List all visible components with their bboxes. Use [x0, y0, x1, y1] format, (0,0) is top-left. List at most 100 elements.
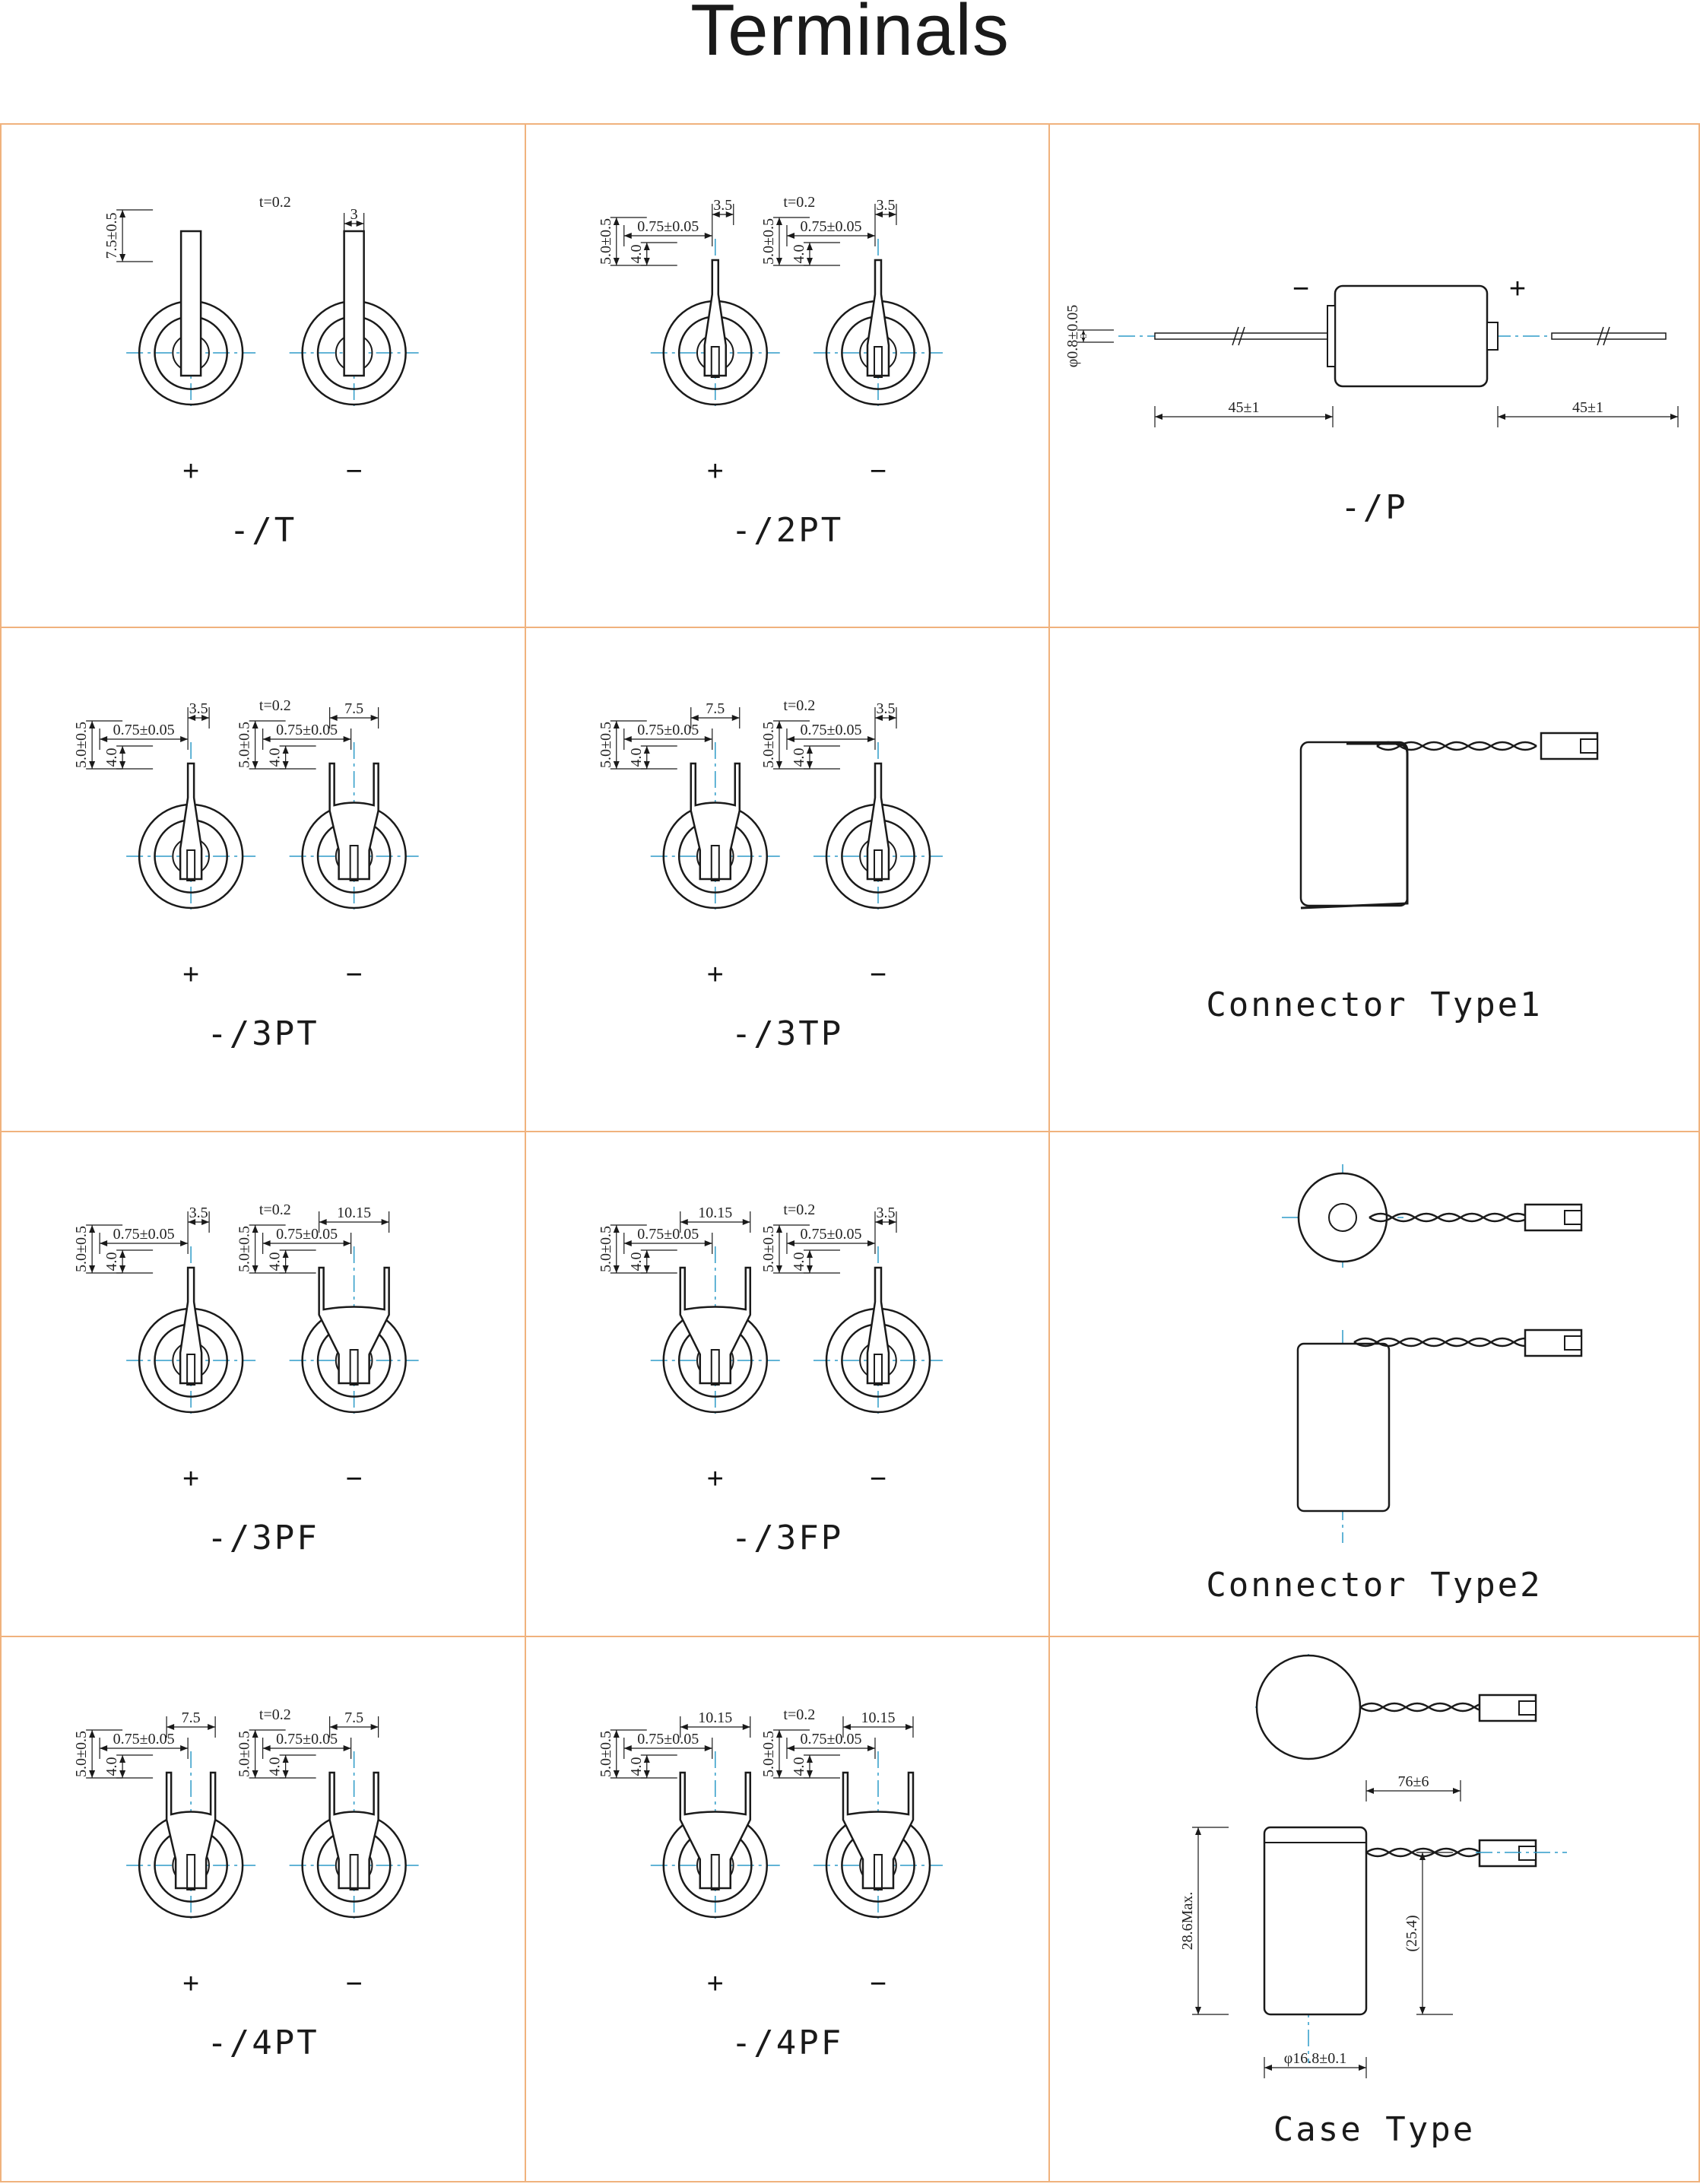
dim-arrow	[319, 1219, 389, 1225]
twisted-wire	[1376, 741, 1537, 748]
dim-pin: 0.75±0.05	[276, 1226, 338, 1243]
battery-terminal	[1486, 322, 1499, 351]
dim-arrow	[1080, 330, 1086, 342]
dim-pin: 0.75±0.05	[800, 722, 861, 738]
dim-arrow	[680, 1219, 750, 1225]
dim-height: 5.0±0.5	[598, 218, 614, 265]
connector-latch	[1518, 1700, 1537, 1716]
dim-width: 10.15	[337, 1205, 371, 1221]
polarity-sign-negative: −	[1292, 273, 1309, 305]
tab-slot	[349, 845, 359, 881]
tab-slot	[186, 1354, 196, 1386]
dim-height: 5.0±0.5	[236, 722, 253, 768]
polarity-sign-negative: −	[870, 1968, 886, 2000]
dim-step: 4.0	[791, 748, 807, 767]
dim-arrow	[874, 715, 896, 721]
terminal-drawing	[1299, 732, 1599, 909]
page-title: Terminals	[690, 0, 1010, 71]
battery-top-view	[1255, 1654, 1362, 1760]
terminal-caption: -/3PT	[207, 1014, 319, 1053]
battery-body	[1299, 741, 1409, 907]
dim-thickness: t=0.2	[783, 1202, 815, 1218]
tab-slot	[873, 1354, 883, 1386]
terminal-cell-ct2: Connector Type2	[1048, 1131, 1700, 1637]
dim-width: 7.5	[344, 700, 363, 717]
dim-width: 3.5	[876, 700, 895, 717]
tab-slot	[710, 1854, 720, 1890]
dim-arrow	[643, 746, 650, 769]
dim-step: 4.0	[267, 1757, 284, 1776]
polarity-sign-positive: +	[182, 456, 199, 487]
u-tab	[318, 1266, 390, 1385]
dim-width: 3.5	[876, 197, 895, 214]
tab-slot	[873, 849, 883, 881]
pin-tab	[179, 1266, 203, 1385]
dim-step: 4.0	[628, 1757, 645, 1776]
dim-case-height: 28.6Max.	[1179, 1892, 1196, 1951]
dim-height: 5.0±0.5	[73, 1226, 90, 1272]
dim-step: 4.0	[791, 1757, 807, 1776]
dim-arrow	[806, 243, 813, 265]
dim-height: 7.5±0.5	[103, 213, 120, 259]
dim-arrow	[188, 1219, 210, 1225]
dim-step: 4.0	[103, 748, 120, 767]
dim-arrow	[119, 1755, 126, 1778]
dim-step: 4.0	[103, 1252, 120, 1271]
tab-slot	[349, 1854, 359, 1890]
terminal-drawing: 28.6Max.φ16.8±0.176±6(25.4)	[1179, 1654, 1567, 2078]
connector-plug	[1478, 1694, 1537, 1722]
terminal-caption: -/2PT	[731, 511, 844, 550]
dim-pin: 0.75±0.05	[800, 218, 861, 235]
polarity-sign-negative: −	[870, 959, 886, 991]
dim-arrow	[643, 1755, 650, 1778]
tab-slot	[873, 1854, 883, 1890]
u-tab	[328, 1771, 379, 1890]
terminal-caption: -/4PF	[731, 2024, 844, 2062]
u-tab	[679, 1771, 752, 1890]
dim-pin: 0.75±0.05	[113, 1731, 175, 1748]
dim-pin: 0.75±0.05	[276, 722, 338, 738]
pin-tab	[866, 1266, 890, 1385]
dim-pin: 0.75±0.05	[113, 1226, 175, 1243]
dim-pin: 0.75±0.05	[800, 1731, 861, 1748]
dim-width: 7.5	[706, 700, 725, 717]
pin-tab	[179, 762, 203, 881]
connector-latch	[1518, 1846, 1537, 1861]
battery-body	[1296, 1342, 1391, 1513]
dim-thickness: t=0.2	[783, 1706, 815, 1723]
terminal-caption: Connector Type1	[1206, 986, 1543, 1024]
polarity-sign-negative: −	[346, 456, 363, 487]
dim-step: 4.0	[103, 1757, 120, 1776]
dim-pin: 0.75±0.05	[637, 218, 699, 235]
twisted-wire	[1359, 1706, 1498, 1713]
dim-arrow	[712, 211, 734, 217]
dim-step: 4.0	[791, 1252, 807, 1271]
battery-body	[1263, 1826, 1368, 2016]
dim-thickness: t=0.2	[259, 1202, 291, 1218]
dim-width: 3.5	[713, 197, 732, 214]
battery-cap	[1327, 305, 1336, 367]
dim-height: 5.0±0.5	[236, 1226, 253, 1272]
twisted-wire	[1365, 1847, 1481, 1854]
dim-step: 4.0	[628, 1252, 645, 1271]
polarity-sign-positive: +	[182, 1968, 199, 2000]
terminal-caption: -/4PT	[207, 2024, 319, 2062]
twisted-wire	[1369, 1212, 1530, 1219]
dim-arrow	[643, 1250, 650, 1273]
flat-tab	[343, 230, 365, 377]
dim-thickness: t=0.2	[259, 697, 291, 714]
dim-height: 5.0±0.5	[760, 1226, 777, 1272]
dim-height: 5.0±0.5	[760, 1731, 777, 1777]
dim-arrow	[806, 1250, 813, 1273]
dim-step: 4.0	[267, 1252, 284, 1271]
terminal-caption: -/T	[229, 511, 297, 550]
